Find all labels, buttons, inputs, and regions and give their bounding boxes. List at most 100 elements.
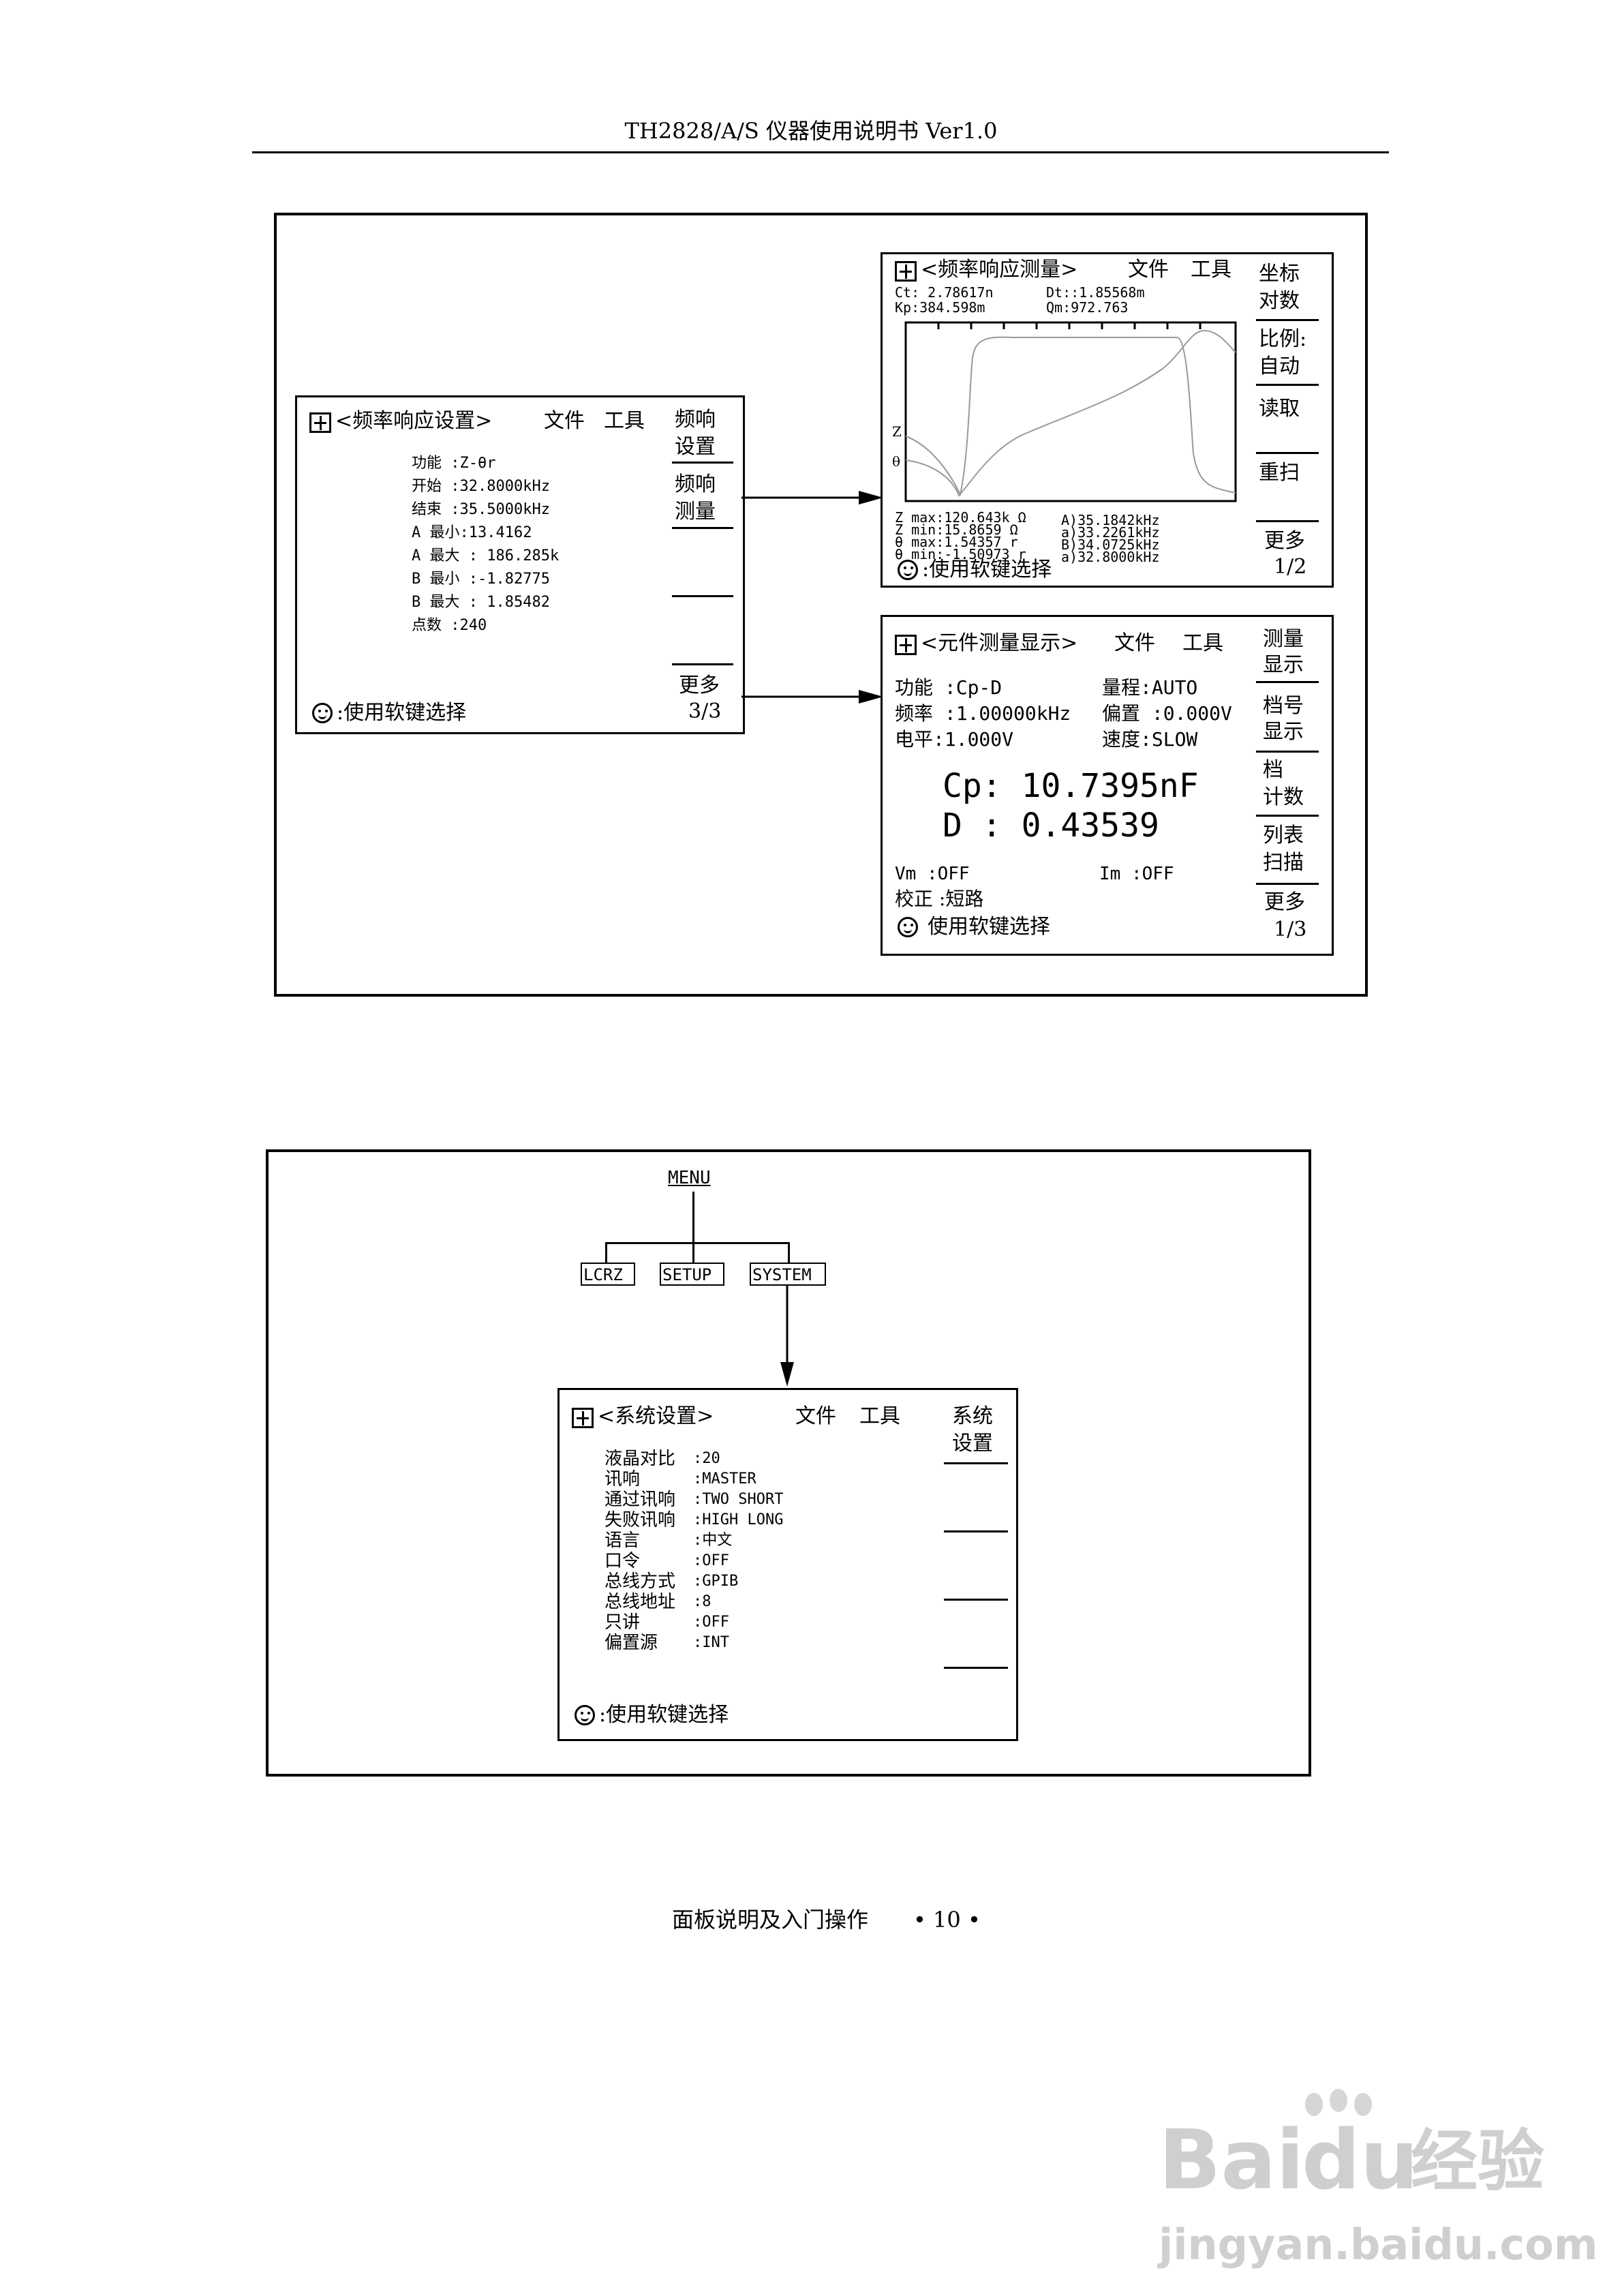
softkey-coord-b[interactable]: 对数 (1259, 289, 1300, 313)
stat-left: Z max:120.643k Ω (895, 509, 1026, 526)
figure-1-frame (274, 213, 1368, 997)
softkey-bin-count-a[interactable]: 档 (1263, 758, 1283, 782)
baidu-watermark-du: du (1302, 2113, 1419, 2208)
softkey-scale-a[interactable]: 比例: (1259, 327, 1307, 351)
menu-setup[interactable]: SETUP (660, 1263, 724, 1286)
softkey-freq-setup-b[interactable]: 设置 (675, 435, 716, 459)
param-row: 结束 :35.5000kHz (412, 501, 550, 518)
softkey-measure-display-a[interactable]: 测量 (1263, 627, 1304, 651)
tools-menu[interactable]: 工具 (1182, 631, 1223, 655)
tools-menu[interactable]: 工具 (604, 409, 645, 433)
smiley-icon (312, 703, 333, 723)
stat-left: θ min:-1.50973 r (895, 546, 1026, 562)
param-row: B 最大 : 1.85482 (412, 594, 550, 611)
softkey-rescan[interactable]: 重扫 (1259, 461, 1300, 485)
setting-value[interactable]: :OFF (693, 1614, 729, 1631)
bias-readout: 偏置 :0.000V (1102, 702, 1232, 725)
tree-line (692, 1192, 694, 1243)
softkey-system-setup-b[interactable]: 设置 (952, 1432, 993, 1455)
softkey-read[interactable]: 读取 (1259, 397, 1300, 421)
tools-menu[interactable]: 工具 (859, 1404, 900, 1428)
setting-label: 通过讯响 (605, 1490, 676, 1510)
softkey-divider (1256, 883, 1319, 885)
setting-value[interactable]: :OFF (693, 1552, 729, 1569)
level-readout: 电平:1.000V (895, 728, 1014, 751)
param-row: 功能 :Z-θr (412, 455, 496, 472)
softkey-coord-a[interactable]: 坐标 (1259, 262, 1300, 286)
freq-setup-title: <频率响应设置> (335, 409, 493, 433)
menu-system[interactable]: SYSTEM (750, 1263, 826, 1286)
softkey-system-setup-a[interactable]: 系统 (952, 1404, 993, 1428)
im-readout: Im :OFF (1099, 864, 1174, 884)
setting-label: 偏置源 (605, 1633, 658, 1653)
setting-value[interactable]: :TWO SHORT (693, 1491, 784, 1508)
frequency-response-plot (904, 321, 1237, 502)
setting-value[interactable]: :INT (693, 1634, 729, 1651)
freq-measure-title: <频率响应测量> (921, 258, 1078, 282)
softkey-scale-b[interactable]: 自动 (1259, 354, 1300, 378)
softkey-measure-display-b[interactable]: 显示 (1263, 653, 1304, 677)
file-menu[interactable]: 文件 (1114, 631, 1155, 655)
baidu-watermark-url: jingyan.baidu.com (1159, 2220, 1598, 2269)
status-hint: :使用软键选择 (337, 701, 467, 725)
softkey-list-sweep-a[interactable]: 列表 (1263, 824, 1304, 847)
figure-2-frame (266, 1149, 1311, 1777)
file-menu[interactable]: 文件 (795, 1404, 836, 1428)
baidu-watermark-jingyan: 经验 (1411, 2123, 1545, 2201)
correction-readout: 校正 :短路 (895, 888, 984, 910)
param-row: A 最小:13.4162 (412, 524, 532, 541)
vm-readout: Vm :OFF (895, 864, 970, 884)
setting-value[interactable]: :HIGH LONG (693, 1511, 784, 1528)
setting-value[interactable]: :8 (693, 1593, 711, 1610)
tools-menu[interactable]: 工具 (1191, 258, 1231, 282)
footer-section: 面板说明及入门操作 (672, 1907, 869, 1933)
range-readout: 量程:AUTO (1102, 676, 1198, 699)
softkey-divider (944, 1462, 1008, 1464)
softkey-list-sweep-b[interactable]: 扫描 (1263, 851, 1304, 875)
setting-value[interactable]: :20 (693, 1450, 720, 1467)
menu-arrow (780, 1286, 794, 1387)
tree-line (605, 1242, 788, 1244)
param-row: 点数 :240 (412, 617, 487, 634)
softkey-more[interactable]: 更多 (1264, 890, 1305, 914)
softkey-page: 3/3 (688, 699, 722, 723)
softkey-more[interactable]: 更多 (679, 674, 720, 697)
stat-right: B)34.0725kHz (1061, 537, 1160, 553)
softkey-page: 1/2 (1274, 555, 1307, 579)
system-title: <系统设置> (598, 1404, 714, 1428)
softkey-bin-count-b[interactable]: 计数 (1263, 785, 1304, 809)
softkey-more[interactable]: 更多 (1264, 529, 1305, 553)
setting-value[interactable]: :MASTER (693, 1470, 756, 1487)
component-display-screen: <元件测量显示> 文件 工具 功能 :Cp-D 量程:AUTO 频率 :1.00… (881, 615, 1334, 956)
setting-value[interactable]: :GPIB (693, 1573, 739, 1590)
smiley-icon (575, 1705, 595, 1725)
softkey-freq-measure-b[interactable]: 测量 (675, 500, 716, 524)
menu-lcrz[interactable]: LCRZ (581, 1263, 635, 1286)
qm-readout: Qm:972.763 (1046, 299, 1129, 316)
file-menu[interactable]: 文件 (544, 409, 585, 433)
setting-value[interactable]: :中文 (693, 1532, 733, 1549)
y-axis-label-theta: θ (892, 453, 901, 470)
stat-right: a)32.8000kHz (1061, 549, 1160, 565)
softkey-divider (1256, 681, 1319, 683)
frequency-readout: 频率 :1.00000kHz (895, 702, 1071, 725)
softkey-freq-measure-a[interactable]: 频响 (675, 472, 716, 496)
softkey-divider (1256, 815, 1319, 817)
param-row: B 最小 :-1.82775 (412, 571, 550, 588)
setting-label: 总线地址 (605, 1592, 676, 1612)
instrument-icon (895, 261, 917, 282)
baidu-watermark-bai: Bai (1159, 2113, 1304, 2208)
softkey-freq-setup-a[interactable]: 频响 (675, 408, 716, 432)
setting-label: 讯响 (605, 1469, 641, 1490)
softkey-bin-display-a[interactable]: 档号 (1263, 694, 1304, 718)
kp-readout: Kp:384.598m (895, 299, 985, 316)
softkey-bin-display-b[interactable]: 显示 (1263, 720, 1304, 744)
softkey-divider (1256, 452, 1319, 454)
file-menu[interactable]: 文件 (1128, 258, 1169, 282)
smiley-icon (898, 560, 918, 580)
setting-label: 总线方式 (605, 1571, 676, 1592)
status-hint: :使用软键选择 (922, 558, 1052, 581)
softkey-divider (672, 527, 733, 529)
menu-root[interactable]: MENU (668, 1168, 711, 1188)
